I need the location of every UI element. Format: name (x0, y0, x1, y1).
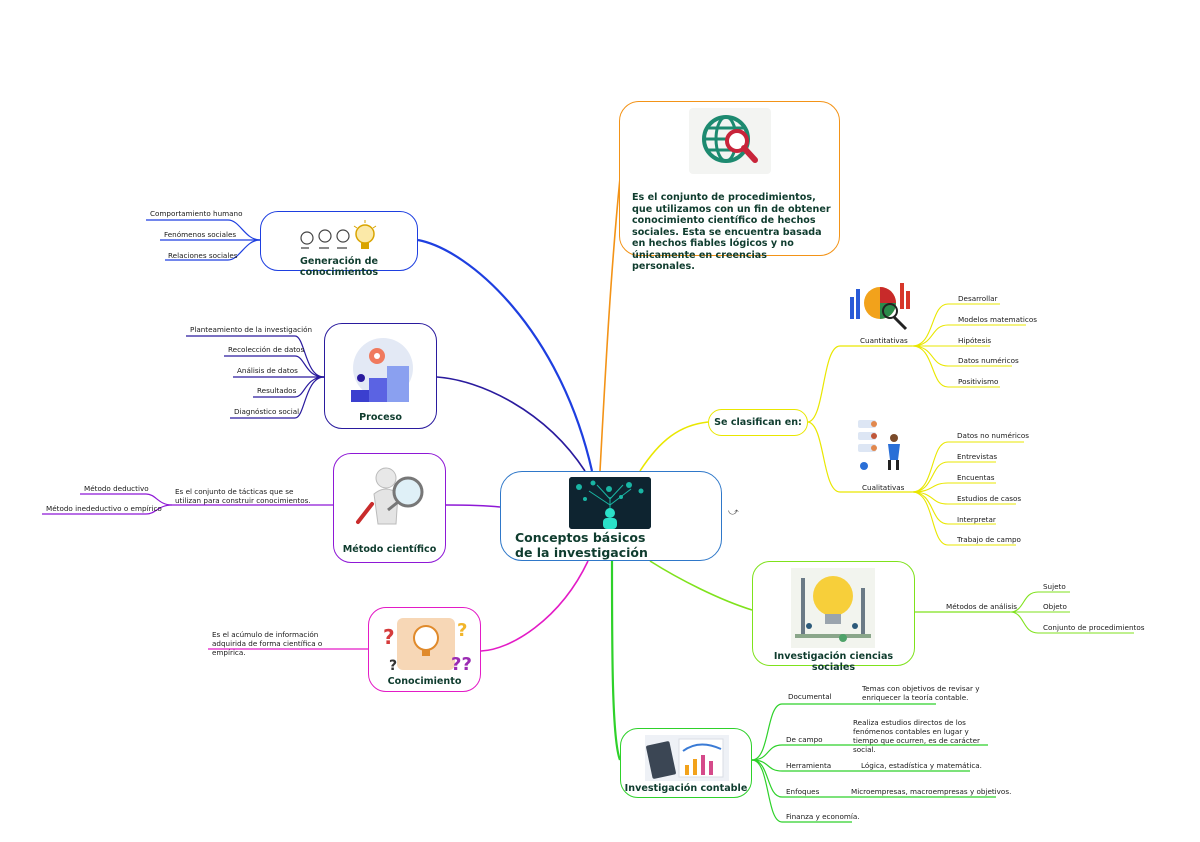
contable-branch-detail: Lógica, estadística y matemática. (861, 761, 982, 770)
cualitativas-item: Estudios de casos (957, 494, 1022, 503)
definition-text: Es el conjunto de procedimientos, que ut… (632, 192, 831, 272)
metodo-description: Es el conjunto de tácticas que se utiliz… (175, 487, 311, 505)
generacion-node[interactable]: Generación de conocimientos (260, 211, 418, 278)
definition-node[interactable]: Es el conjunto de procedimientos, que ut… (619, 101, 840, 272)
cualitativas-item: Interpretar (957, 515, 996, 524)
proceso-item: Diagnóstico social (234, 407, 300, 416)
lightbulb-team-illustration (791, 568, 875, 648)
conocimiento-title: Conocimiento (387, 676, 462, 687)
branch-line-metodo (445, 504, 501, 508)
contable-branch-detail: Temas con objetivos de revisar y enrique… (862, 684, 980, 702)
accounting-desk-illustration (645, 735, 729, 781)
ciencias-sociales-node[interactable]: Investigación ciencias sociales (752, 561, 915, 673)
metodo-item: Método deductivo (84, 484, 149, 493)
branch-line-clasifican (639, 421, 709, 472)
contable-branch-label: De campo (786, 735, 823, 744)
metodo-item: Método inedeductivo o empírico (46, 504, 162, 513)
globe-search-icon (689, 108, 771, 174)
cuantitativas-label: Cuantitativas (860, 336, 908, 345)
proceso-item: Planteamiento de la investigación (190, 325, 313, 334)
contable-title: Investigación contable (624, 783, 748, 794)
generacion-item: Relaciones sociales (168, 251, 238, 260)
metodo-title: Método científico (342, 544, 437, 555)
cuantitativas-item: Desarrollar (958, 294, 998, 303)
svg-text:?: ? (389, 658, 397, 674)
svg-text:?: ? (457, 620, 467, 641)
branch-line-conocimiento (480, 560, 589, 652)
proceso-title: Proceso (359, 412, 402, 423)
metodos-analisis-item: Objeto (1043, 602, 1067, 611)
contable-branch-label: Finanza y economía. (786, 812, 860, 821)
chart-analysis-icon (848, 277, 914, 332)
branch-line-ciencias (649, 560, 753, 611)
proceso-item: Recolección de datos (228, 345, 305, 354)
metodo-node[interactable]: Método científico (333, 453, 446, 563)
proceso-item: Resultados (257, 386, 297, 395)
metodos-analisis-label: Métodos de análisis (946, 602, 1017, 611)
conocimiento-node[interactable]: ? ? ?? ? Conocimiento (368, 607, 481, 692)
generacion-item: Fenómenos sociales (164, 230, 237, 239)
clasifican-title: Se clasifican en: (714, 417, 802, 428)
branch-line-proceso (436, 376, 586, 472)
interview-person-icon (854, 416, 908, 472)
cualitativas-item: Encuentas (957, 473, 995, 482)
contable-branch-label: Herramienta (786, 761, 832, 770)
proceso-node[interactable]: Proceso (324, 323, 437, 429)
link-glyph: ⤻ (728, 507, 739, 518)
contable-node[interactable]: Investigación contable (620, 728, 752, 798)
stairs-gear-illustration (347, 338, 413, 404)
cuantitativas-item: Positivismo (958, 377, 999, 386)
ciencias-sociales-title: Investigación ciencias sociales (773, 651, 894, 673)
network-tree-illustration (569, 477, 651, 529)
central-topic-title: Conceptos básicos de la investigación (515, 530, 648, 560)
branch-line-definition (599, 177, 621, 472)
cuantitativas-item: Hipótesis (958, 336, 992, 345)
cualitativas-item: Entrevistas (957, 452, 998, 461)
cualitativas-item: Trabajo de campo (957, 535, 1021, 544)
branch-line-contable (610, 560, 622, 761)
idea-questions-illustration: ? ? ?? ? (379, 614, 473, 675)
contable-branch-label: Documental (788, 692, 832, 701)
clasifican-node[interactable]: Se clasifican en: (708, 409, 808, 436)
metodos-analisis-item: Sujeto (1043, 582, 1066, 591)
contable-branch-label: Enfoques (786, 787, 820, 796)
conocimiento-description: Es el acúmulo de información adquirida d… (212, 630, 323, 657)
generacion-title: Generación de conocimientos (299, 256, 379, 278)
svg-text:?: ? (383, 625, 395, 649)
cuantitativas-item: Modelos matematicos (958, 315, 1037, 324)
magnifier-figure-illustration (352, 464, 430, 534)
cualitativas-item: Datos no numéricos (957, 431, 1030, 440)
central-topic[interactable]: Conceptos básicos de la investigación (500, 471, 722, 561)
generacion-item: Comportamiento humano (150, 209, 243, 218)
cuantitativas-item: Datos numéricos (958, 356, 1019, 365)
contable-branch-detail: Microempresas, macroempresas y objetivos… (851, 787, 1012, 796)
metodos-analisis-item: Conjunto de procedimientos (1043, 623, 1145, 632)
svg-text:??: ?? (451, 654, 472, 674)
proceso-item: Análisis de datos (237, 366, 298, 375)
branch-line-generacion (417, 238, 594, 472)
lightbulbs-illustration (297, 218, 381, 254)
contable-branch-detail: Realiza estudios directos de los fenómen… (853, 718, 980, 754)
cualitativas-label: Cualitativas (862, 483, 905, 492)
